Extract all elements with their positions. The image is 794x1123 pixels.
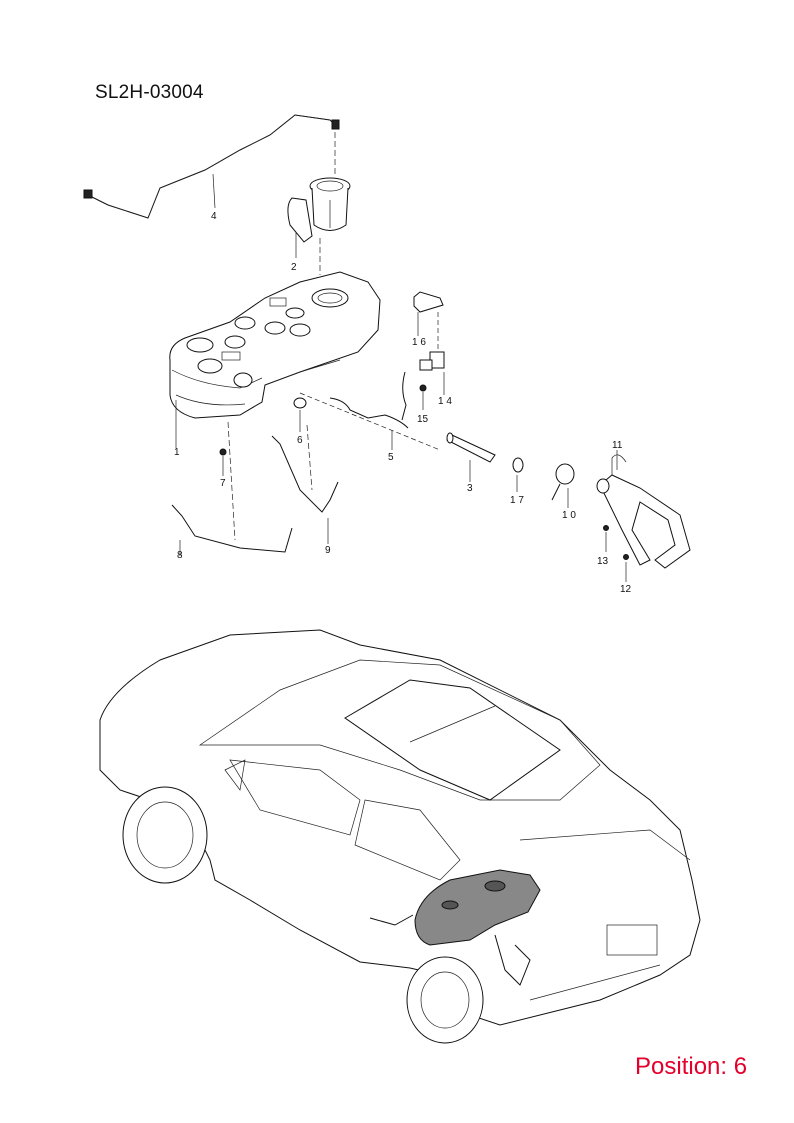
position-label: Position: 6 (635, 1053, 748, 1080)
callout-13: 13 (597, 556, 609, 567)
callout-15: 15 (417, 414, 429, 425)
part-12-fastener (623, 554, 629, 582)
callout-5: 5 (388, 452, 394, 463)
callout-4: 4 (211, 211, 217, 222)
part-17-seal (512, 457, 524, 492)
part-14-valve (419, 351, 445, 395)
vehicle-location-illustration (99, 629, 701, 1044)
part-3-filler-pipe (446, 432, 496, 482)
diagram-code: SL2H-03004 (95, 82, 204, 103)
part-7-bolt (219, 421, 236, 541)
part-13-fastener (603, 525, 609, 552)
part-10-fuel-cap (551, 463, 575, 508)
part-16-bracket (413, 291, 444, 360)
part-8-strap (171, 504, 293, 556)
part-11-filler-bracket (596, 450, 691, 569)
part-5-hose (299, 371, 441, 451)
part-15-clip (419, 384, 427, 410)
part-9-strap (271, 424, 339, 544)
part-6-grommet (293, 397, 307, 432)
callout-9: 9 (325, 545, 331, 556)
part-1-fuel-tank (169, 271, 381, 448)
callout-1: 1 (174, 447, 180, 458)
callout-2: 2 (291, 262, 297, 273)
callout-12: 12 (620, 584, 632, 595)
callout-6: 6 (297, 435, 303, 446)
callout-8: 8 (177, 550, 183, 561)
callout-14: 1 4 (438, 396, 452, 407)
callout-17: 1 7 (510, 495, 524, 506)
callout-10: 1 0 (562, 510, 576, 521)
callout-3: 3 (467, 483, 473, 494)
callout-11: 11 (612, 440, 623, 451)
part-4-fuel-line (83, 114, 340, 219)
callout-7: 7 (220, 478, 226, 489)
part-2-fuel-pump (287, 177, 351, 275)
callout-16: 1 6 (412, 337, 426, 348)
